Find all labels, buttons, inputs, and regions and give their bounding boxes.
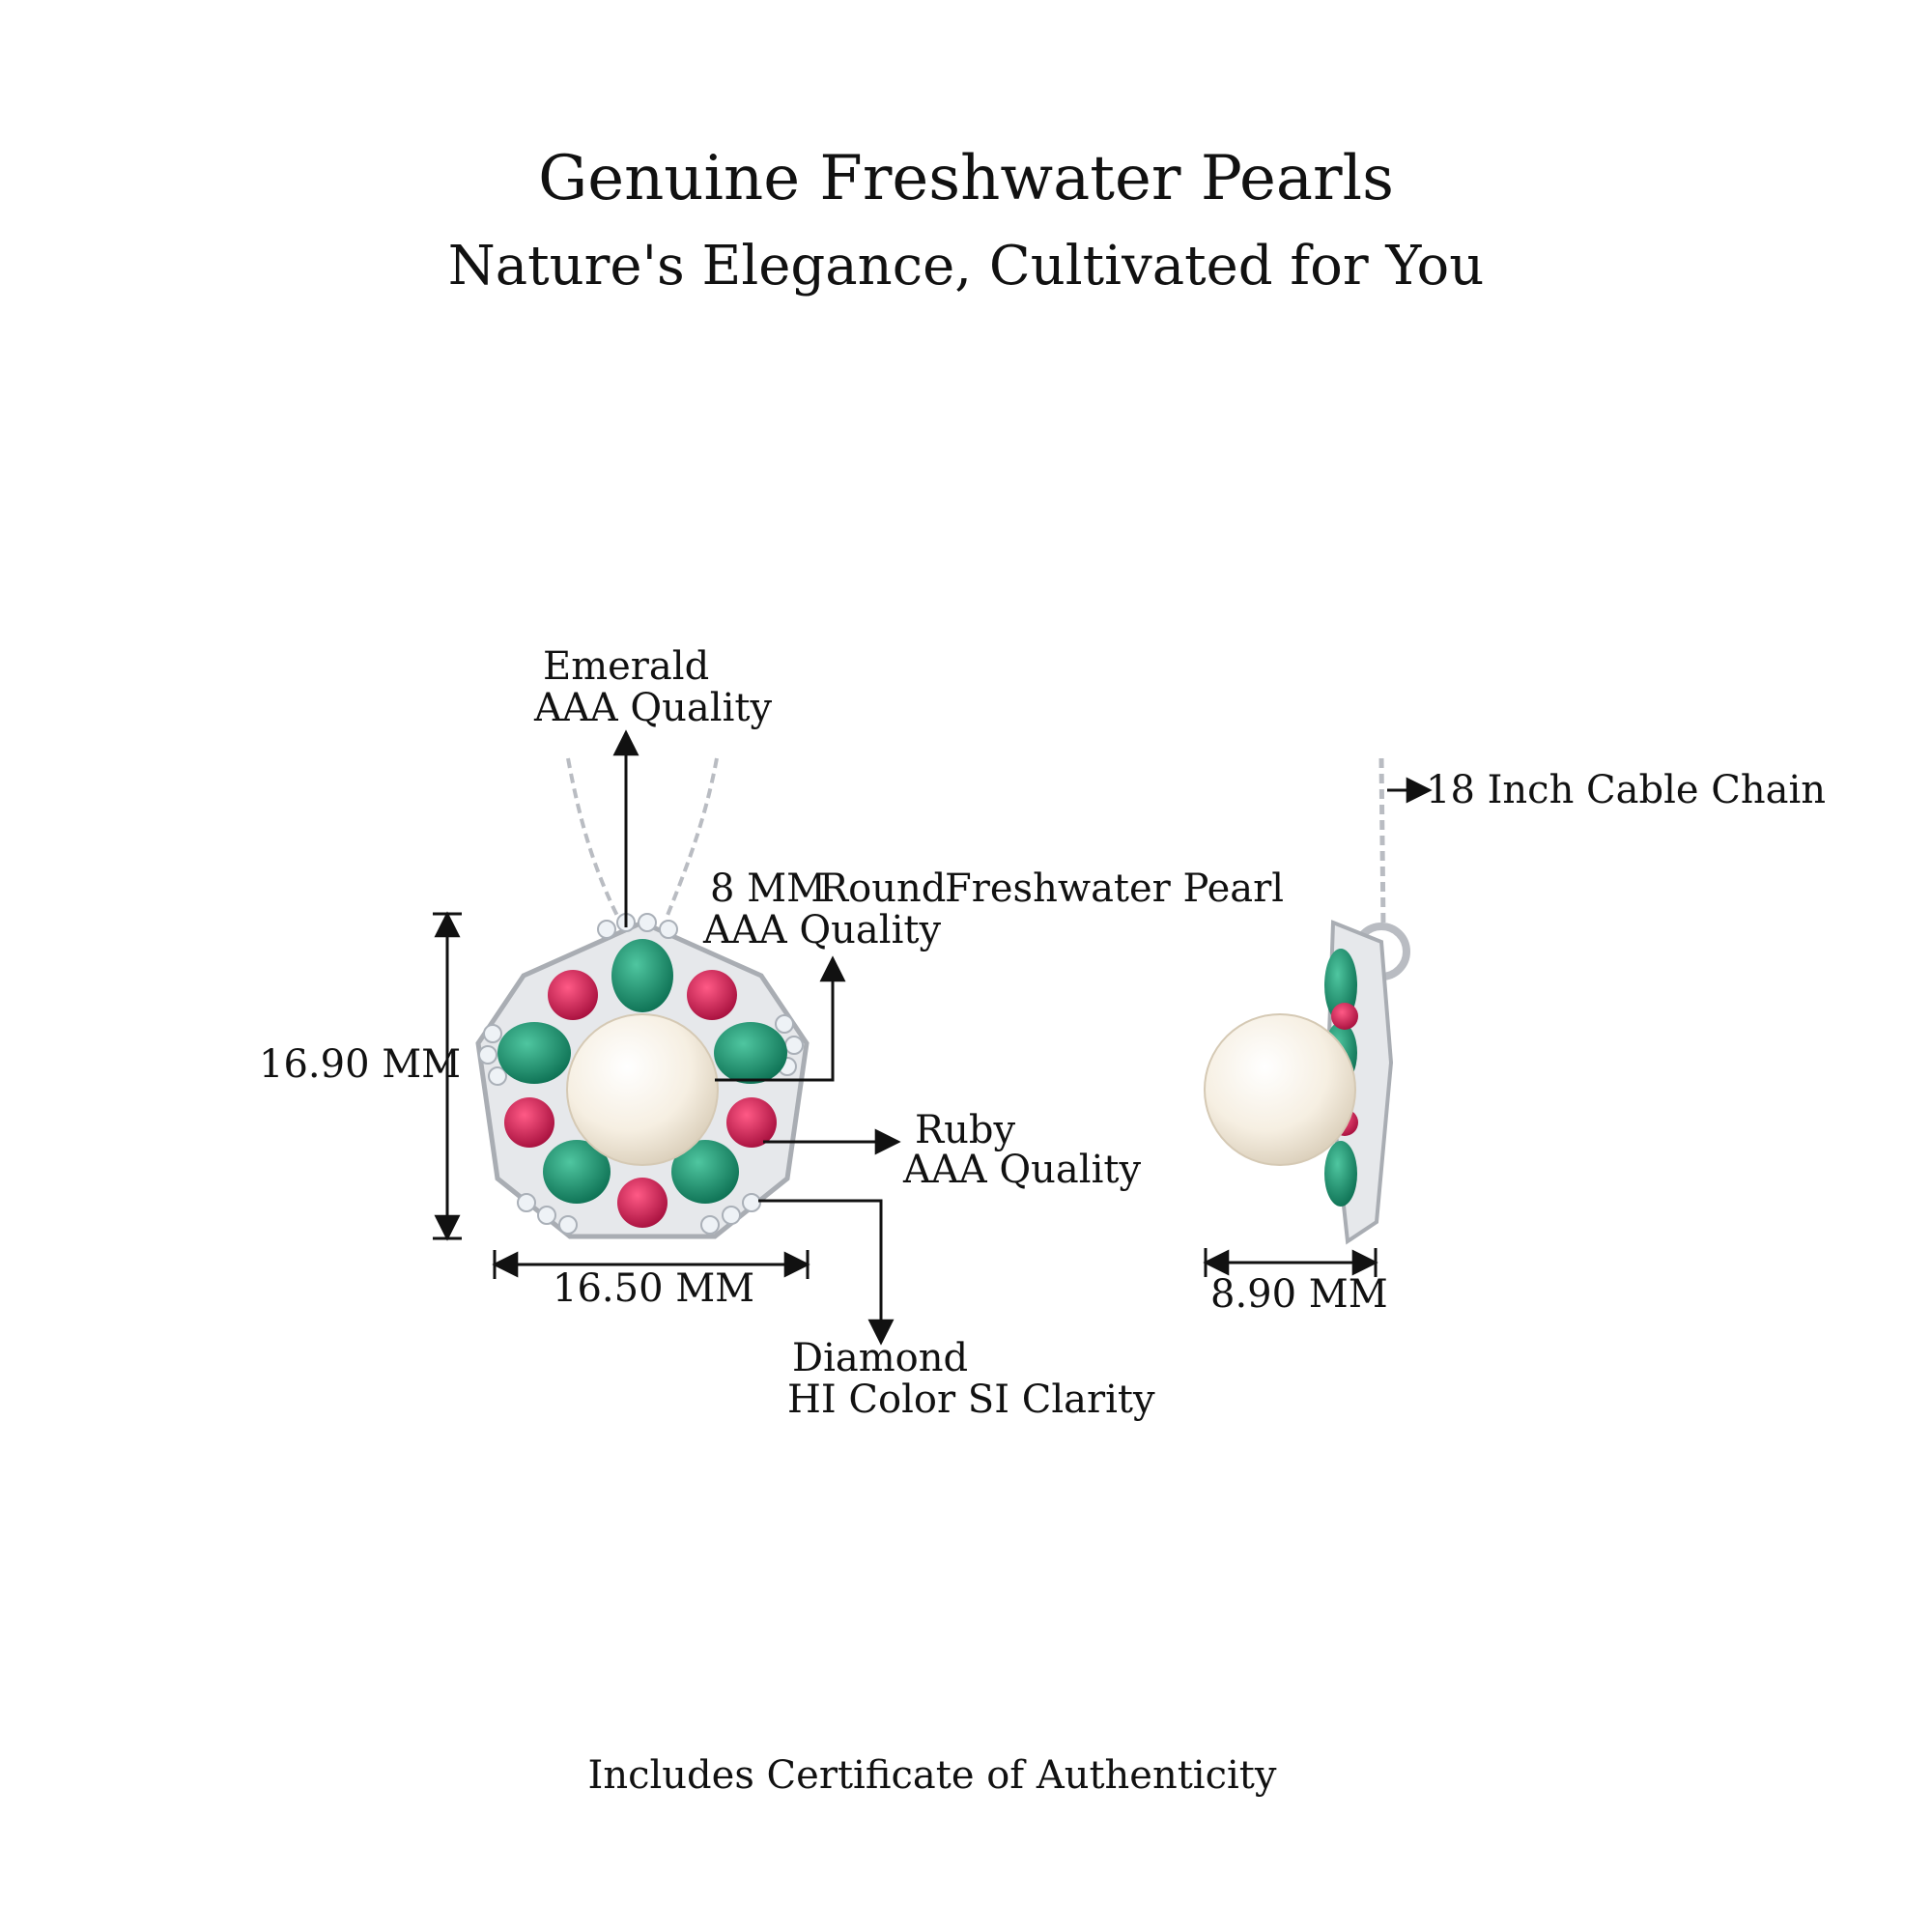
pearl-label: Freshwater Pearl xyxy=(945,867,1285,911)
pearl-size: 8 MM xyxy=(710,867,827,911)
leader-lines xyxy=(612,729,1433,1346)
emerald-quality: AAA Quality xyxy=(534,686,773,730)
page-subtitle: Nature's Elegance, Cultivated for You xyxy=(447,235,1485,298)
diamond-accents xyxy=(478,913,804,1235)
diamond-label: Diamond xyxy=(792,1336,969,1380)
page-title: Genuine Freshwater Pearls xyxy=(538,143,1394,214)
emerald-label: Emerald xyxy=(543,644,710,689)
front-pendant xyxy=(475,913,810,1239)
front-chain xyxy=(566,757,719,919)
chain-label: 18 Inch Cable Chain xyxy=(1426,768,1827,812)
pearl-quality: AAA Quality xyxy=(703,908,942,952)
dimension-lines xyxy=(433,911,1378,1279)
diamond-quality: HI Color SI Clarity xyxy=(787,1378,1155,1422)
ruby-stones xyxy=(504,970,777,1228)
ruby-label: Ruby xyxy=(915,1108,1016,1152)
pearl-shape: Round xyxy=(819,867,947,911)
width-dimension: 16.50 MM xyxy=(553,1266,755,1311)
height-dimension: 16.90 MM xyxy=(259,1042,462,1087)
certificate-note: Includes Certificate of Authenticity xyxy=(587,1753,1277,1798)
emerald-stones xyxy=(497,939,787,1204)
depth-dimension: 8.90 MM xyxy=(1210,1272,1388,1317)
pearl xyxy=(566,1013,719,1166)
side-view xyxy=(1204,757,1410,1245)
ruby-quality: AAA Quality xyxy=(903,1148,1142,1192)
